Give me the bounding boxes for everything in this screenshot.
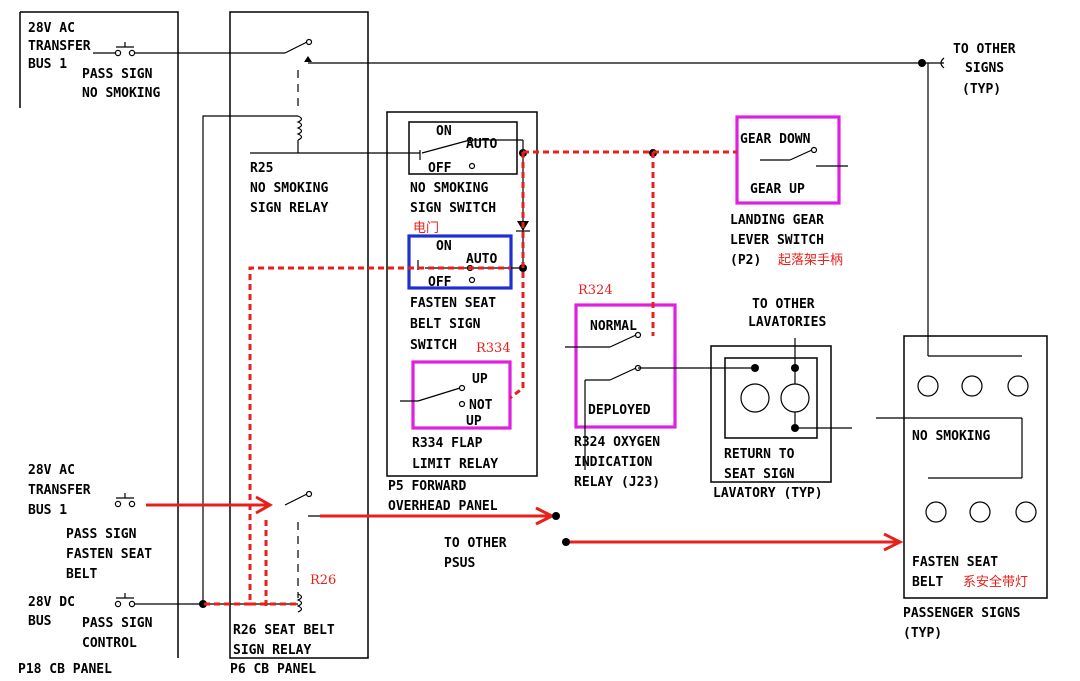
annotation-dianmen: 电门 (413, 221, 439, 236)
lavatory-label-3: LAVATORY (TYP) (713, 486, 823, 501)
r324-deployed: DEPLOYED (588, 403, 651, 418)
passenger-signs-label-2: (TYP) (903, 626, 942, 641)
top-bus-line2: TRANSFER (28, 39, 91, 54)
lavatory-sign (710, 338, 852, 483)
lavatory-label-2: SEAT SIGN (724, 467, 795, 482)
r25-contact (284, 38, 922, 112)
mid-sign-line3: BELT (66, 567, 97, 582)
ns-switch-label-1: NO SMOKING (410, 181, 488, 196)
fs-switch-auto: AUTO (466, 252, 497, 267)
gear-down: GEAR DOWN (740, 132, 811, 147)
landing-gear-highlight (735, 115, 841, 205)
to-other-signs-1: TO OTHER (953, 42, 1016, 57)
r324-highlight (574, 303, 677, 429)
annotation-r26: R26 (310, 573, 336, 588)
p5-forward-overhead-panel (386, 111, 538, 477)
p18-cb-panel (19, 11, 179, 658)
to-other-lavs-2: LAVATORIES (748, 315, 826, 330)
fs-switch-label-2: BELT SIGN (410, 317, 481, 332)
fasten-seat-label-1: FASTEN SEAT (912, 555, 998, 570)
dc-bus-line2: BUS (28, 614, 52, 629)
mid-bus-line2: TRANSFER (28, 483, 91, 498)
junction-dot (562, 538, 570, 546)
fasten-seat-label-2: BELT (912, 575, 943, 590)
fasten-bus-arrow (255, 495, 274, 515)
junction-dot (199, 600, 207, 608)
r324-label-1: R324 OXYGEN (574, 435, 660, 450)
fs-switch-label-3: SWITCH (410, 338, 457, 353)
fasten-switch-highlight (407, 234, 513, 290)
r334-label-1: R334 FLAP (412, 436, 483, 451)
top-sign-line1: PASS SIGN (82, 67, 153, 82)
fs-switch-on: ON (436, 239, 452, 254)
landing-gear-label-1: LANDING GEAR (730, 213, 824, 228)
junction-dot (552, 512, 560, 520)
r334-contact (400, 384, 466, 408)
r334-not-up: UP (466, 414, 482, 429)
fasten-seat-breaker (114, 493, 136, 508)
fs-switch-label-1: FASTEN SEAT (410, 296, 496, 311)
r25-label-2: NO SMOKING (250, 181, 328, 196)
annotation-r334: R334 (476, 341, 511, 356)
p6-panel-label: P6 CB PANEL (230, 662, 316, 677)
r26-label-1: R26 SEAT BELT (233, 623, 335, 638)
p6-cb-panel (229, 11, 369, 659)
to-other-signs-3: (TYP) (962, 82, 1001, 97)
gear-up: GEAR UP (750, 182, 805, 197)
mid-sign-line1: PASS SIGN (66, 527, 137, 542)
no-smoking-sign-switch (408, 121, 523, 175)
red-dashed-path (204, 150, 737, 610)
ns-switch-label-2: SIGN SWITCH (410, 201, 496, 216)
to-other-signs-2: SIGNS (965, 61, 1004, 76)
r25-label-1: R25 (250, 161, 273, 176)
to-other-lavs-1: TO OTHER (752, 297, 815, 312)
lavatory-label-1: RETURN TO (724, 447, 795, 462)
dc-sign-line1: PASS SIGN (82, 616, 153, 631)
top-bus-line1: 28V AC (28, 21, 75, 36)
r324-normal: NORMAL (590, 319, 637, 334)
r25-coil (202, 115, 420, 604)
landing-gear-label-2: LEVER SWITCH (730, 233, 824, 248)
annotation-xianquandai: 系安全带灯 (963, 574, 1028, 590)
r324-label-2: INDICATION (574, 455, 652, 470)
ns-switch-off: OFF (428, 161, 452, 176)
ns-switch-on: ON (436, 124, 452, 139)
p5-label-1: P5 FORWARD (388, 479, 466, 494)
top-bus-line3: BUS 1 (28, 57, 67, 72)
no-smoking-lamps (876, 63, 1029, 419)
ns-switch-auto: AUTO (466, 137, 497, 152)
to-other-psus-1: TO OTHER (444, 536, 507, 551)
r25-label-3: SIGN RELAY (250, 201, 328, 216)
no-smoking-label: NO SMOKING (912, 429, 990, 444)
mid-bus-line3: BUS 1 (28, 503, 67, 518)
fs-switch-off: OFF (428, 275, 452, 290)
mid-bus-line1: 28V AC (28, 463, 75, 478)
dc-sign-line2: CONTROL (82, 636, 137, 651)
r334-up: UP (472, 372, 488, 387)
annotation-qiluojia: 起落架手柄 (778, 253, 843, 268)
p18-panel-label: P18 CB PANEL (18, 662, 112, 677)
dc-bus-line1: 28V DC (28, 595, 75, 610)
annotation-r324: R324 (578, 283, 613, 298)
no-smoking-breaker (93, 42, 285, 57)
passenger-signs-unit (903, 335, 1048, 599)
r334-label-2: LIMIT RELAY (412, 457, 498, 472)
fasten-seat-belt-lamps (925, 418, 1037, 523)
passenger-signs-label-1: PASSENGER SIGNS (903, 606, 1021, 621)
to-other-psus-2: PSUS (444, 556, 475, 571)
p5-label-2: OVERHEAD PANEL (388, 499, 498, 514)
mid-sign-line2: FASTEN SEAT (66, 547, 152, 562)
top-sign-line2: NO SMOKING (82, 86, 160, 101)
r324-label-3: RELAY (J23) (574, 475, 660, 490)
r324-contacts (565, 331, 755, 470)
landing-gear-switch (760, 146, 848, 167)
r334-highlight (411, 360, 512, 430)
r334-not: NOT (469, 398, 493, 413)
landing-gear-label-3: (P2) (730, 253, 761, 268)
r26-label-2: SIGN RELAY (233, 643, 311, 658)
r26-coil (296, 593, 303, 613)
